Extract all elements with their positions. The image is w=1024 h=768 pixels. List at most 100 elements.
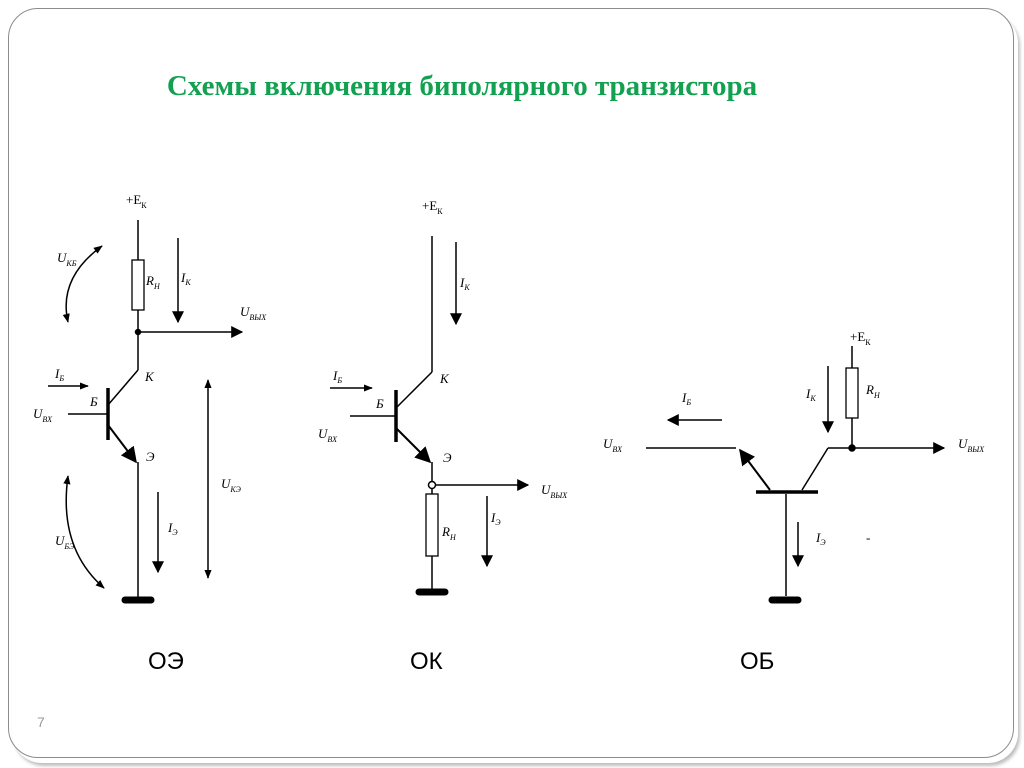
ok-base-label: Б	[375, 396, 384, 411]
ok-input-label: U	[318, 426, 329, 441]
caption-oe: ОЭ	[148, 648, 184, 675]
ok-output-node	[427, 480, 437, 490]
svg-text:IЭ: IЭ	[167, 520, 178, 537]
ok-ib-sub: Б	[336, 376, 342, 385]
caption-ob: ОБ	[740, 648, 775, 675]
ob-output-sub: ВЫХ	[967, 445, 985, 454]
oe-ube-sub: БЭ	[63, 542, 75, 551]
ob-load-sub: Н	[873, 391, 881, 400]
oe-ib-label: I	[54, 366, 60, 381]
svg-text:RН: RН	[865, 382, 881, 400]
oe-ie-sub: Э	[172, 528, 178, 537]
svg-text:UБЭ: UБЭ	[55, 533, 75, 551]
oe-ik-label: I	[180, 270, 186, 285]
ob-collector-leg	[801, 447, 829, 491]
oe-ucb-sub: КБ	[65, 259, 76, 268]
ob-emitter-leg	[739, 448, 771, 491]
ok-supply-sub: К	[437, 207, 443, 216]
circuit-ok	[330, 236, 530, 596]
oe-emitter-label: Э	[146, 449, 155, 464]
circuit-oe-labels: +EК RН IК UВЫХ IБ UВХ Б К Э UКЭ UКБ UБЭ …	[33, 192, 267, 551]
caption-ok: ОК	[410, 648, 443, 675]
oe-uce-label: U	[221, 476, 232, 491]
svg-text:IБ: IБ	[54, 366, 64, 383]
oe-emitter-leg	[107, 424, 137, 464]
svg-text:+EК: +EК	[126, 192, 147, 210]
svg-text:IЭ: IЭ	[490, 510, 501, 527]
ok-ik-sub: К	[463, 283, 470, 292]
ok-load-label: R	[441, 524, 450, 539]
svg-text:IК: IК	[459, 275, 470, 292]
svg-text:UВЫХ: UВЫХ	[541, 482, 568, 500]
oe-input-sub: ВХ	[42, 415, 53, 424]
svg-text:UВХ: UВХ	[603, 436, 623, 454]
ok-ik-label: I	[459, 275, 465, 290]
oe-load-label: R	[145, 273, 154, 288]
oe-ucb-label: U	[57, 250, 68, 265]
slide-title-text: Схемы включения биполярного транзистора	[166, 70, 758, 102]
ok-emitter-leg	[395, 427, 432, 464]
oe-uce-sub: КЭ	[229, 485, 241, 494]
slide-title: Схемы включения биполярного транзистора	[0, 70, 1024, 103]
svg-text:UВХ: UВХ	[33, 406, 53, 424]
ob-supply-label: +E	[850, 329, 865, 344]
ob-load-resistor	[845, 367, 859, 419]
ob-ib-label: I	[681, 390, 687, 405]
oe-ube-label: U	[55, 533, 66, 548]
page-number: 7	[37, 714, 45, 730]
circuit-oe	[48, 220, 244, 604]
oe-output-label: U	[240, 304, 251, 319]
oe-supply-label: +E	[126, 192, 141, 207]
oe-output-sub: ВЫХ	[249, 313, 267, 322]
ob-input-sub: ВХ	[612, 445, 623, 454]
ok-emitter-label: Э	[443, 450, 452, 465]
ob-ik-sub: К	[809, 394, 816, 403]
svg-text:RН: RН	[145, 273, 161, 291]
slide-frame	[8, 8, 1014, 758]
oe-ube-arc	[63, 475, 105, 589]
ob-output-label: U	[958, 436, 969, 451]
oe-collector-label: К	[144, 369, 155, 384]
svg-text:UКБ: UКБ	[57, 250, 77, 268]
ok-load-resistor	[425, 493, 439, 557]
ok-ib-label: I	[332, 368, 338, 383]
ob-ib-sub: Б	[685, 398, 691, 407]
oe-load-sub: Н	[153, 282, 161, 291]
ok-output-sub: ВЫХ	[550, 491, 568, 500]
oe-input-label: U	[33, 406, 44, 421]
svg-text:IБ: IБ	[332, 368, 342, 385]
circuit-ok-labels: +EК IК IБ UВХ Б К Э UВЫХ RН IЭ	[318, 198, 568, 542]
ok-ie-sub: Э	[495, 518, 501, 527]
svg-text:IБ: IБ	[681, 390, 691, 407]
svg-text:+EК: +EК	[850, 329, 871, 347]
ok-collector-leg	[395, 371, 433, 409]
svg-text:RН: RН	[441, 524, 457, 542]
ob-load-label: R	[865, 382, 874, 397]
svg-text:UВХ: UВХ	[318, 426, 338, 444]
ok-output-label: U	[541, 482, 552, 497]
svg-text:UВЫХ: UВЫХ	[240, 304, 267, 322]
svg-text:IК: IК	[180, 270, 191, 287]
ok-load-sub: Н	[449, 533, 457, 542]
ok-input-sub: ВХ	[327, 435, 338, 444]
svg-text:UВЫХ: UВЫХ	[958, 436, 985, 454]
circuit-ob	[646, 346, 946, 604]
ob-ie-sub: Э	[820, 538, 826, 547]
svg-text:IК: IК	[805, 386, 816, 403]
circuit-ob-labels: +EК RН IК IБ UВХ UВЫХ IЭ -	[603, 329, 985, 547]
oe-collector-leg	[107, 369, 139, 406]
ok-supply-label: +E	[422, 198, 437, 213]
ob-ie-label: I	[815, 530, 821, 545]
ob-input-label: U	[603, 436, 614, 451]
ok-collector-label: К	[439, 371, 450, 386]
ob-ik-label: I	[805, 386, 811, 401]
oe-base-label: Б	[89, 394, 98, 409]
svg-text:UКЭ: UКЭ	[221, 476, 242, 494]
oe-ie-label: I	[167, 520, 173, 535]
ob-supply-sub: К	[865, 338, 871, 347]
oe-ib-sub: Б	[58, 374, 64, 383]
oe-ucb-arc	[62, 245, 103, 323]
oe-supply-sub: К	[141, 201, 147, 210]
oe-load-resistor	[131, 259, 145, 311]
